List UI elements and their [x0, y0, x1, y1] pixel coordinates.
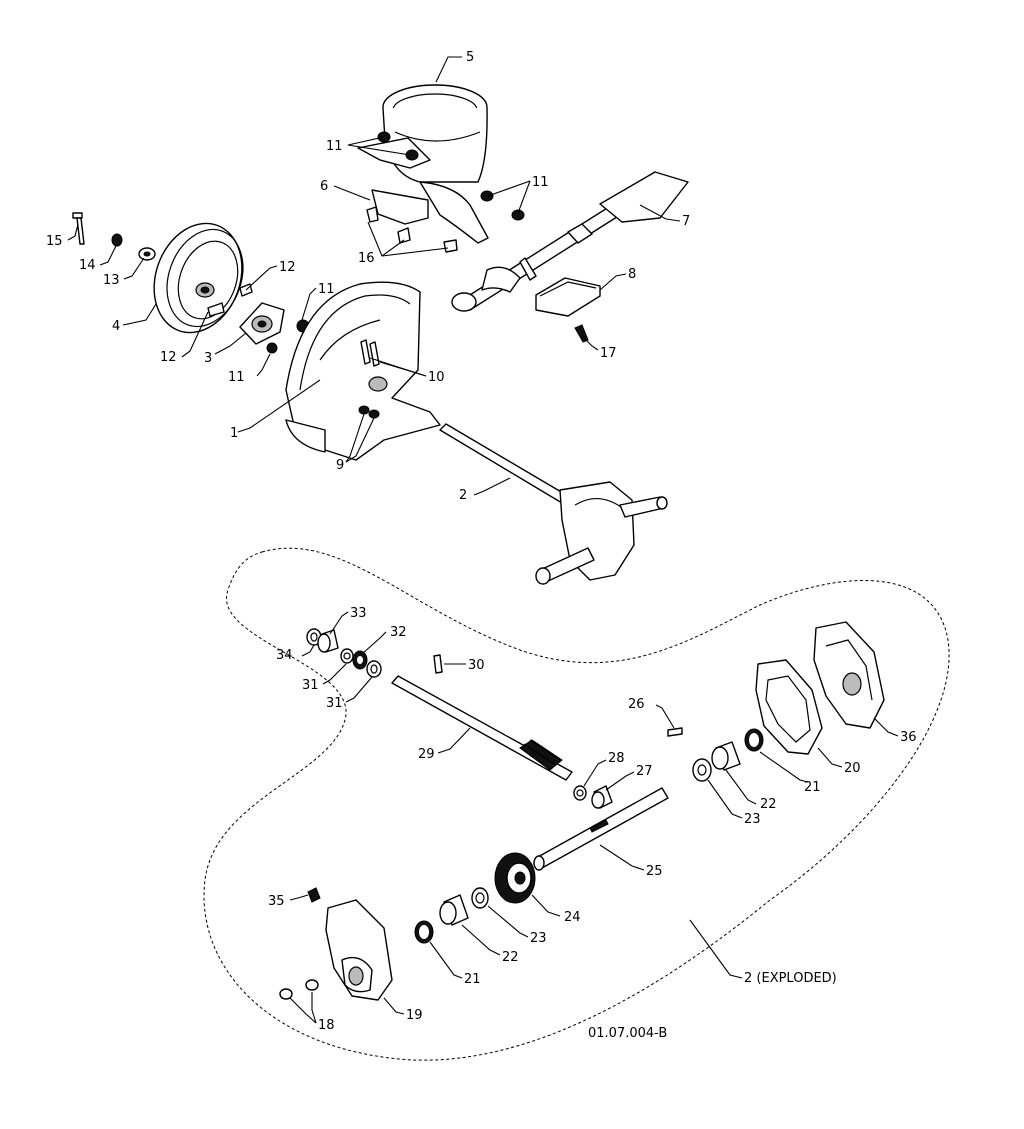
nut-11-d-part	[511, 209, 525, 221]
callout-15: 15	[46, 234, 63, 249]
callout-13: 13	[103, 273, 120, 288]
callout-14: 14	[79, 258, 96, 273]
callout-35: 35	[268, 894, 285, 909]
callout-24: 24	[564, 910, 581, 925]
callout-22-lower: 22	[502, 950, 519, 965]
callout-2-exploded: 2 (EXPLODED)	[744, 971, 837, 986]
seal-32-part	[352, 650, 368, 670]
nut-11-c-part	[480, 190, 494, 202]
bolt-15-part	[72, 212, 85, 245]
washer-23-lower-part	[471, 887, 489, 909]
callout-27: 27	[636, 764, 653, 779]
callout-32: 32	[390, 625, 407, 640]
gasket-part	[755, 659, 823, 755]
bolt-16-a-part	[366, 206, 379, 223]
gearbox-half-left-part	[325, 899, 393, 1001]
exploded-view-boundary	[203, 547, 950, 1061]
nut-14-part	[111, 233, 123, 247]
callout-11-housing: 11	[318, 282, 335, 297]
callout-28: 28	[608, 751, 625, 766]
key-26-part	[667, 727, 683, 737]
callout-10: 10	[428, 370, 445, 385]
worm-shaft-part	[391, 675, 573, 781]
washer-28-part	[573, 785, 587, 801]
pulley-part	[153, 222, 244, 334]
bolt-10-a-part	[360, 339, 371, 365]
callout-9: 9	[336, 458, 344, 473]
nut-9-b-part	[368, 409, 380, 419]
callout-17: 17	[600, 346, 617, 361]
nut-11-f-part	[266, 342, 278, 354]
callout-22-upper: 22	[760, 797, 777, 812]
seal-21-upper-part	[744, 728, 764, 752]
callout-8: 8	[628, 267, 636, 282]
bolt-16-b-part	[397, 227, 411, 244]
callout-3: 3	[204, 351, 212, 366]
callout-7: 7	[682, 214, 690, 229]
callout-20: 20	[844, 761, 861, 776]
callout-11-upper-right: 11	[532, 175, 549, 190]
axle-shaft-part	[533, 787, 669, 871]
leader-lines	[67, 56, 899, 1024]
plug-18-part	[279, 979, 319, 1000]
callout-21-upper: 21	[804, 780, 821, 795]
auger-housing-part	[285, 281, 441, 461]
bolt-16-c-part	[443, 239, 458, 253]
callout-labels: 5 11 11 6 7 15 14 13 12 16 4 11 8 12 3 1…	[46, 50, 917, 1041]
callout-21-lower: 21	[464, 972, 481, 987]
gearbox-half-right-part	[813, 621, 885, 729]
callout-4: 4	[112, 319, 120, 334]
bushing-33-part	[317, 629, 339, 653]
nut-11-b-part	[405, 149, 419, 161]
callout-29: 29	[418, 747, 435, 762]
bearing-flange-part	[239, 302, 285, 345]
callout-31-upper: 31	[302, 678, 319, 693]
callout-25: 25	[646, 864, 663, 879]
fitting-35-part	[307, 887, 321, 903]
drawing-code: 01.07.004-B	[588, 1026, 667, 1041]
callout-16: 16	[358, 251, 375, 266]
callout-5: 5	[466, 50, 474, 65]
washer-13-part	[138, 247, 156, 261]
callout-2: 2	[459, 488, 467, 503]
crank-bracket-part	[535, 277, 601, 317]
callout-30: 30	[468, 658, 485, 673]
bolt-12-lower-part	[207, 302, 225, 317]
nut-9-a-part	[358, 405, 370, 415]
washer-31-upper-part	[340, 648, 354, 664]
callout-11-upper-left: 11	[326, 139, 343, 154]
bushing-27-part	[591, 785, 613, 809]
bushing-22-lower-part	[439, 894, 469, 926]
washer-23-upper-part	[692, 758, 712, 782]
callout-12-lower: 12	[160, 350, 177, 365]
screw-17-part	[574, 324, 589, 343]
callout-6: 6	[320, 179, 328, 194]
callout-33: 33	[350, 606, 367, 621]
worm-gear-part	[494, 852, 536, 904]
key-30-part	[433, 654, 443, 674]
callout-1: 1	[230, 426, 238, 441]
callout-36: 36	[900, 730, 917, 745]
callout-31-lower: 31	[326, 696, 343, 711]
seal-21-lower-part	[414, 920, 434, 944]
callout-23-upper: 23	[744, 812, 761, 827]
callout-34: 34	[276, 648, 293, 663]
callout-26: 26	[628, 697, 645, 712]
bushing-22-upper-part	[711, 741, 741, 771]
callout-18: 18	[318, 1018, 335, 1033]
crank-handle-part	[451, 171, 689, 312]
washer-31-lower-part	[366, 660, 382, 678]
callout-11-flange: 11	[228, 370, 245, 385]
callout-12-upper: 12	[279, 260, 296, 275]
callout-23-lower: 23	[530, 931, 547, 946]
callout-19: 19	[406, 1008, 423, 1023]
gearbox-assembly-part	[439, 423, 668, 585]
